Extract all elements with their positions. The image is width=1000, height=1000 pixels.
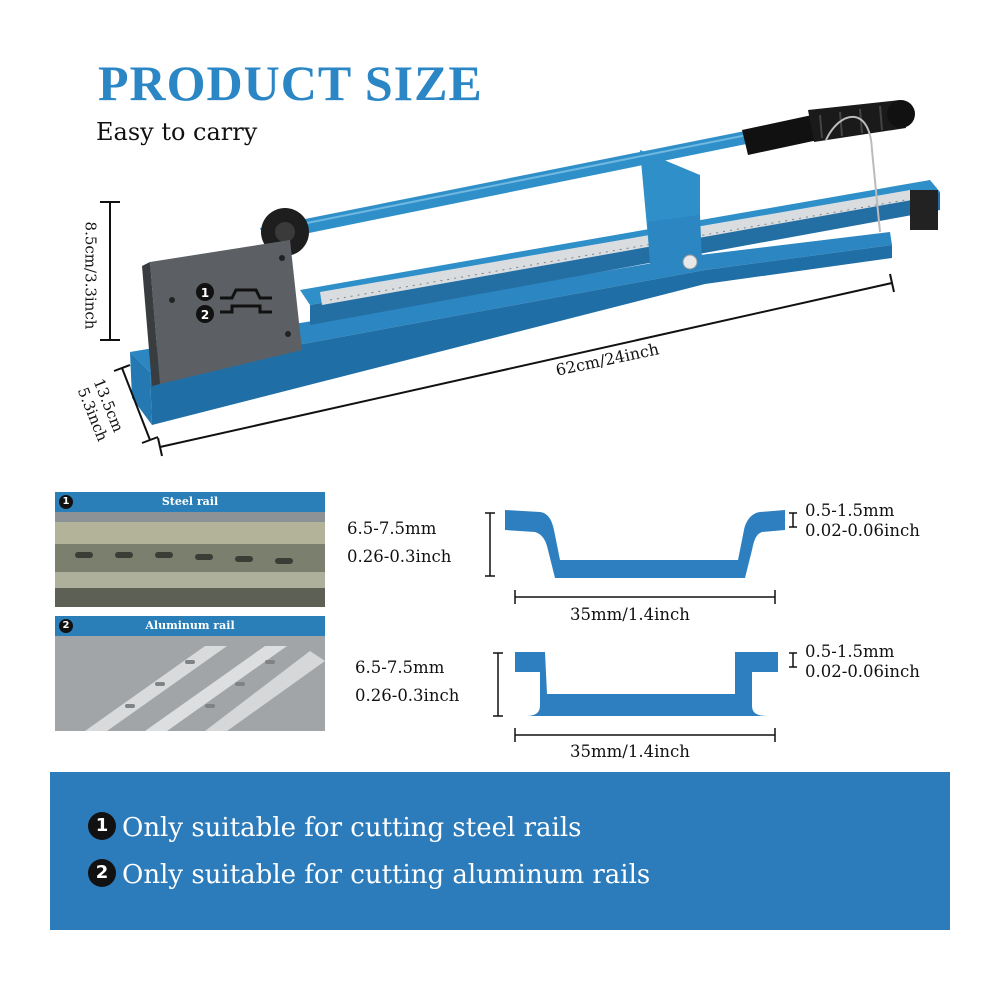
aluminum-thickness-mm: 0.5-1.5mm — [805, 642, 895, 661]
note-aluminum-text: Only suitable for cutting aluminum rails — [122, 860, 651, 890]
note-steel-text: Only suitable for cutting steel rails — [122, 813, 582, 843]
steel-height-mm: 6.5-7.5mm — [347, 519, 437, 538]
aluminum-thickness-in: 0.02-0.06inch — [805, 662, 920, 681]
steel-rail-profile — [505, 510, 785, 578]
die-label-2: 2 — [201, 308, 209, 322]
rail-profile-diagrams — [485, 510, 797, 742]
aluminum-rail-label: Aluminum rail — [145, 619, 235, 632]
aluminum-die-icon — [196, 305, 214, 323]
steel-width-spec: 35mm/1.4inch — [570, 605, 690, 624]
aluminum-rail-profile — [515, 652, 778, 716]
steel-height-spec: 6.5-7.5mm 0.26-0.3inch — [347, 517, 451, 569]
aluminum-thickness-spec: 0.5-1.5mm 0.02-0.06inch — [805, 640, 920, 684]
steel-rail-photo: 1 Steel rail — [55, 492, 325, 607]
die-label-1: 1 — [201, 286, 209, 300]
aluminum-rail-caption: 2 Aluminum rail — [55, 616, 325, 636]
product-illustration: 1 2 — [100, 100, 940, 457]
aluminum-height-in: 0.26-0.3inch — [355, 686, 460, 705]
base-plate — [130, 232, 892, 372]
note-steel-number: 1 — [88, 812, 116, 840]
length-dimension-line — [157, 273, 895, 457]
lever-grip — [742, 100, 915, 155]
notes-panel — [50, 772, 950, 930]
steel-die-icon — [196, 283, 214, 301]
steel-rail-label: Steel rail — [161, 495, 219, 508]
height-dimension-label: 8.5cm/3.3inch — [81, 221, 100, 330]
page-subtitle: Easy to carry — [96, 118, 258, 146]
aluminum-rail-number: 2 — [59, 619, 73, 633]
steel-thickness-in: 0.02-0.06inch — [805, 521, 920, 540]
aluminum-width-spec: 35mm/1.4inch — [570, 742, 690, 761]
aluminum-height-spec: 6.5-7.5mm 0.26-0.3inch — [355, 656, 459, 708]
aluminum-height-mm: 6.5-7.5mm — [355, 658, 445, 677]
steel-thickness-mm: 0.5-1.5mm — [805, 501, 895, 520]
steel-thickness-spec: 0.5-1.5mm 0.02-0.06inch — [805, 499, 920, 543]
steel-rail-caption: 1 Steel rail — [55, 492, 325, 512]
note-aluminum-number: 2 — [88, 859, 116, 887]
page-title: PRODUCT SIZE — [98, 55, 483, 111]
steel-rail-number: 1 — [59, 495, 73, 509]
steel-height-in: 0.26-0.3inch — [347, 547, 452, 566]
aluminum-rail-photo: 2 Aluminum rail — [55, 616, 325, 731]
height-dimension-line — [100, 201, 120, 341]
width-dimension-line — [113, 364, 159, 444]
